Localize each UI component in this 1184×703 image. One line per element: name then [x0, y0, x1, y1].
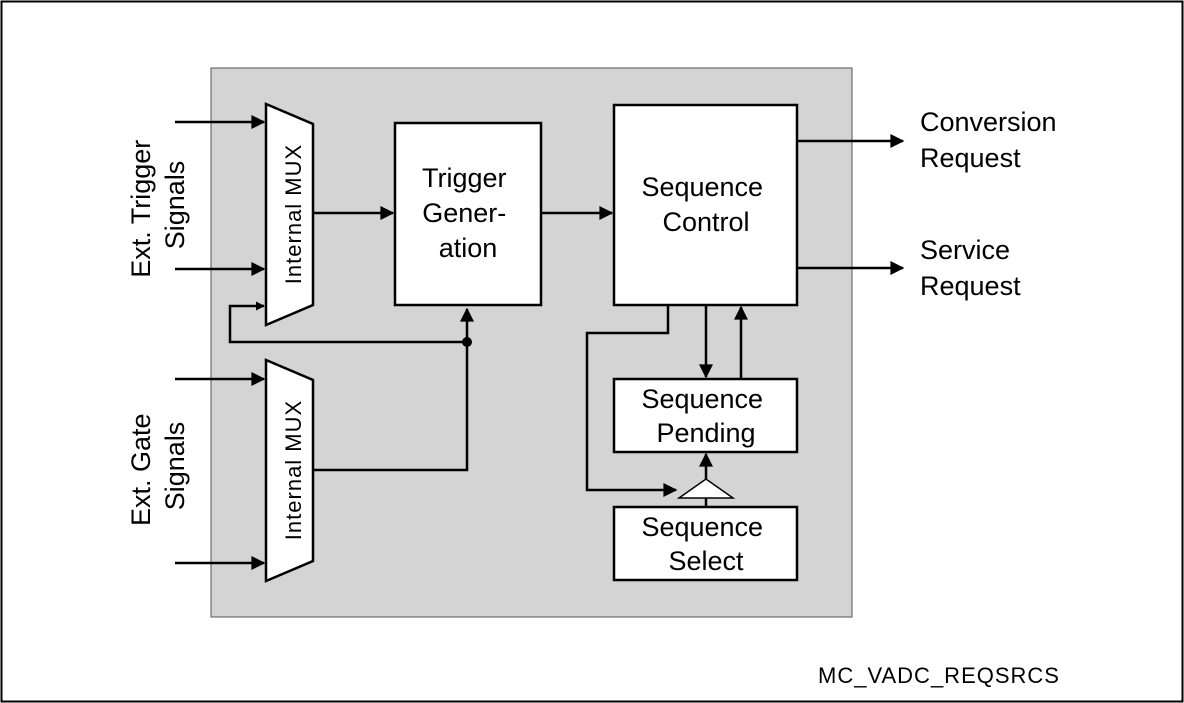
gate-feedback-to-mux-arrow: [228, 301, 467, 344]
gate-mux-label: Internal MUX: [281, 400, 306, 540]
sequence-select-label: Sequence Select: [641, 512, 770, 576]
sequence-control-block: [612, 103, 799, 307]
trigger-generation-label: Trigger Gener- ation: [422, 163, 514, 263]
conversion-request-label: Conversion Request: [920, 107, 1064, 173]
seq-control-to-selector-arrow: [585, 305, 678, 497]
junction-dot: [462, 337, 472, 347]
sequence-pending-block: [612, 377, 799, 454]
service-request-label: Service Request: [920, 235, 1021, 301]
trigger-mux: [264, 102, 315, 327]
trigger-mux-label: Internal MUX: [281, 144, 306, 284]
ext-gate-signals-label: Ext. Gate Signals: [126, 406, 190, 526]
trigger-generation-block: [393, 121, 543, 307]
gate-to-trigger-gen-arrow: [313, 307, 474, 472]
figure-id-label: MC_VADC_REQSRCS: [818, 663, 1060, 688]
sequence-select-block: [612, 505, 799, 582]
gate-mux: [264, 358, 315, 583]
sequence-control-label: Sequence Control: [641, 172, 770, 237]
ext-trigger-signals-label: Ext. Trigger Signals: [126, 132, 190, 278]
sequence-pending-label: Sequence Pending: [641, 384, 770, 448]
